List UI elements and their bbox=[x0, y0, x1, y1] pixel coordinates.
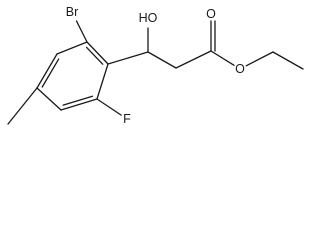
chemical-structure: BrF HO O O bbox=[7, 5, 304, 126]
atom-label-o3: O bbox=[235, 62, 245, 76]
bond-c6-c1 bbox=[96, 63, 109, 100]
bond-c1-c2 bbox=[86, 41, 109, 65]
bond-c3-c4-second-line bbox=[41, 58, 60, 88]
atom-label-layer: BrF HO O O bbox=[66, 5, 245, 126]
bond-c8-c9 bbox=[175, 50, 212, 69]
bond-c7-c8 bbox=[147, 51, 177, 69]
bond-c9-o3 bbox=[210, 50, 235, 66]
atom-label-f: F bbox=[123, 112, 131, 126]
bond-c10-c11 bbox=[272, 51, 304, 70]
bond-c6-f bbox=[96, 98, 122, 116]
atom-label-br: Br bbox=[66, 5, 79, 19]
bond-c5-c6 bbox=[60, 98, 98, 111]
bond-o3-c10 bbox=[245, 51, 274, 67]
bond-c1-c7 bbox=[107, 51, 149, 65]
bond-c5-c6-second-line bbox=[62, 95, 94, 106]
bond-c3-c4 bbox=[36, 53, 58, 89]
bond-c2-br bbox=[75, 20, 88, 43]
atom-label-o2: O bbox=[206, 7, 216, 21]
bond-c1-c2-second-line bbox=[85, 46, 104, 65]
bond-layer bbox=[7, 20, 304, 125]
bond-c4-me bbox=[7, 87, 38, 125]
atom-label-o1: HO bbox=[139, 11, 158, 25]
bond-c4-c5 bbox=[36, 87, 62, 111]
bond-c2-c3 bbox=[56, 41, 88, 55]
